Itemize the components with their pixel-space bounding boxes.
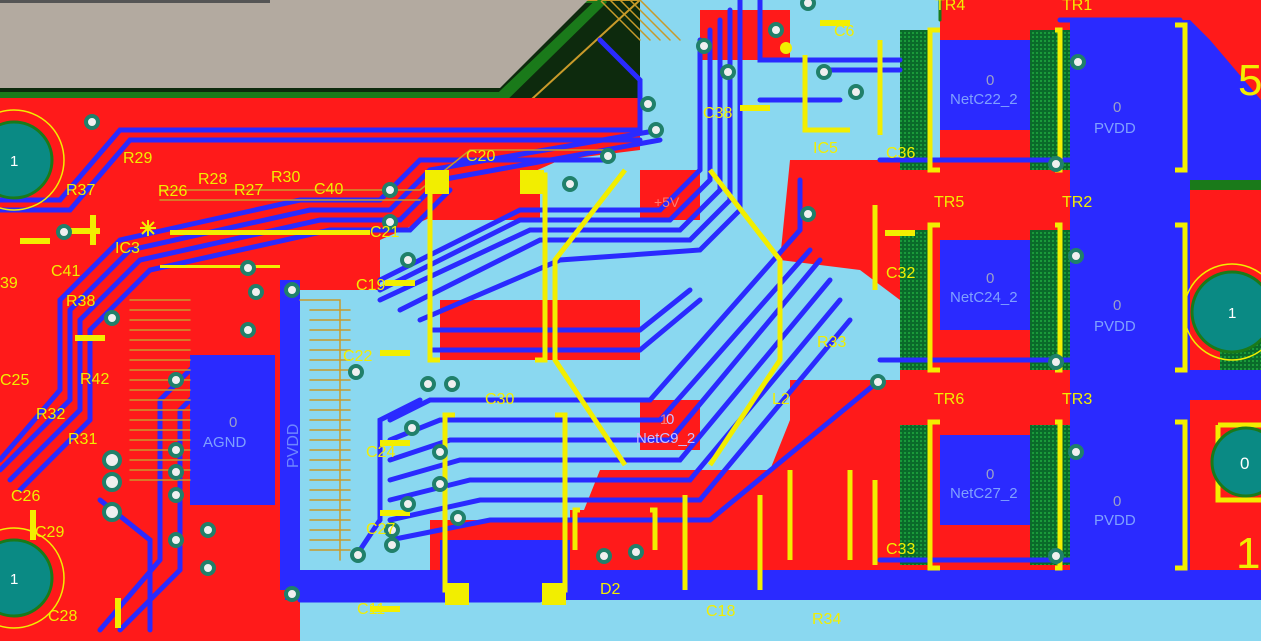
designator-r38: R38	[66, 293, 95, 310]
designator-tr5: TR5	[934, 194, 964, 211]
designator-r42: R42	[80, 371, 109, 388]
rotated-label-pvdd: PVDD	[285, 424, 302, 468]
mounting-pad-label-right: 1	[1228, 305, 1236, 322]
designator-c21: C21	[370, 224, 399, 241]
designator-ic3: IC3	[115, 240, 140, 257]
edge-digits: 5 1	[1236, 56, 1261, 578]
designator-c41: C41	[51, 263, 80, 280]
mounting-pad-bottom-left	[0, 538, 54, 618]
bottom-copper-pour	[190, 20, 1261, 600]
faint-labels: +5V 1	[654, 194, 680, 427]
designator-c19: C19	[356, 277, 385, 294]
board-cutout	[0, 0, 588, 88]
designator-r31: R31	[68, 431, 97, 448]
edge-digit-1: 1	[1236, 529, 1260, 578]
designator-c26: C26	[11, 488, 40, 505]
mounting-pad-right	[1190, 270, 1261, 354]
designator-c40: C40	[314, 181, 343, 198]
net-label-agnd: AGND	[203, 434, 247, 451]
designator-d2: D2	[600, 581, 621, 598]
designator-c22: C22	[343, 348, 372, 365]
net-label-pvdd-top: PVDD	[1094, 120, 1136, 137]
copper-traces	[0, 0, 1183, 633]
designator-l2: L2	[772, 391, 790, 408]
designator-r37: R37	[66, 182, 95, 199]
ic5-pin1-marker	[780, 42, 792, 54]
mounting-pads	[0, 109, 1261, 629]
designator-r27: R27	[234, 182, 263, 199]
designator-tr1: TR1	[1062, 0, 1092, 14]
designator-c11: C11	[357, 601, 385, 618]
pad-number-tr6: 0	[986, 466, 994, 483]
pad-number-tr2: 0	[1113, 297, 1121, 314]
pad-number-netc9: 0	[666, 411, 674, 428]
net-labels: NetC22_2 PVDD NetC24_2 PVDD NetC27_2 PVD…	[203, 91, 1136, 529]
pad-number-agnd: 0	[229, 414, 237, 431]
mounting-pad-label-bottom-left: 1	[10, 571, 18, 588]
mounting-pad-label-right-lower: 0	[1240, 454, 1249, 473]
mounting-pad-label-top-left: 1	[10, 153, 18, 170]
designator-c33: C33	[886, 541, 915, 558]
designator-c25: C25	[0, 372, 29, 389]
designator-c36: C36	[886, 145, 915, 162]
designator-r26: R26	[158, 183, 187, 200]
net-label-netc27-2: NetC27_2	[950, 485, 1018, 502]
silkscreen-pads	[20, 20, 915, 628]
mounting-pad-top-left	[0, 120, 54, 200]
designator-r29: R29	[123, 150, 152, 167]
net-label-netc9-2: NetC9_2	[636, 430, 695, 447]
net-label-netc24-2: NetC24_2	[950, 289, 1018, 306]
designator-c18: C18	[706, 603, 735, 620]
designator-tr4: TR4	[935, 0, 965, 14]
designator-c20: C20	[466, 148, 495, 165]
faint-label-1: 1	[660, 411, 668, 427]
designator-c6: C6	[834, 23, 855, 40]
faint-label-plus5v: +5V	[654, 194, 680, 210]
ic3-marker	[140, 220, 156, 236]
designator-labels: TR4 TR1 C6 C38 IC5 C36 R29 C20 R37 R26 R…	[0, 0, 1092, 628]
pad-number-tr1: 0	[1113, 99, 1121, 116]
pad-numbers: 0 0 0 0 0 0 0 0 1 1	[229, 72, 1121, 510]
designator-c24: C24	[366, 444, 395, 461]
designator-c32: C32	[886, 265, 915, 282]
designator-r30: R30	[271, 169, 300, 186]
pad-number-tr4: 0	[986, 72, 994, 89]
net-label-pvdd-bottom: PVDD	[1094, 512, 1136, 529]
designator-c30: C30	[485, 391, 514, 408]
designator-c29: C29	[35, 524, 64, 541]
pad-number-tr5: 0	[986, 270, 994, 287]
designator-c27: C27	[366, 521, 395, 538]
designator-tr2: TR2	[1062, 194, 1092, 211]
net-label-netc22-2: NetC22_2	[950, 91, 1018, 108]
net-label-pvdd-middle: PVDD	[1094, 318, 1136, 335]
designator-39: 39	[0, 275, 18, 292]
mounting-pad-labels: 1 1 1 0	[10, 153, 1249, 588]
pad-number-tr3: 0	[1113, 493, 1121, 510]
designator-ic5: IC5	[813, 140, 838, 157]
edge-digit-5: 5	[1238, 56, 1261, 105]
designator-r32: R32	[36, 406, 65, 423]
designator-r33: R33	[817, 334, 846, 351]
green-clearances	[900, 30, 1261, 565]
designator-c38: C38	[703, 105, 732, 122]
mounting-pad-right-lower	[1210, 426, 1261, 498]
designator-r28: R28	[198, 171, 227, 188]
designator-tr3: TR3	[1062, 391, 1092, 408]
designator-c28: C28	[48, 608, 77, 625]
designator-r34: R34	[812, 611, 841, 628]
designator-tr6: TR6	[934, 391, 964, 408]
vias	[56, 0, 1086, 602]
